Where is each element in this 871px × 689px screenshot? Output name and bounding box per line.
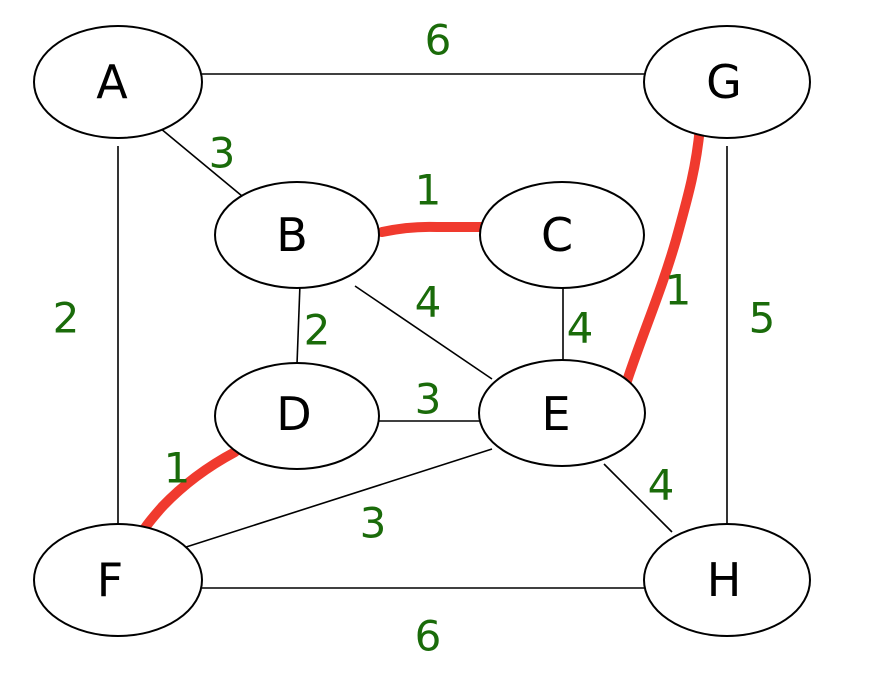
node-e-label: E [541,387,570,441]
node-g [643,25,811,139]
highlight-edge-g-e [621,122,705,389]
edge-b-e [354,285,493,380]
node-c-label: C [541,208,573,262]
highlight-edge-b-c [377,221,496,237]
weight-f-e: 3 [360,499,387,548]
weight-a-b: 3 [209,129,236,178]
weight-b-d: 2 [304,306,331,355]
weight-e-h: 4 [648,461,675,510]
weight-d-e: 3 [415,375,442,424]
weight-a-f: 2 [53,294,80,343]
node-b-label: B [276,208,308,262]
highlight-edge-d-f [140,447,240,533]
node-f [33,523,203,637]
weight-g-e: 1 [665,266,692,315]
edge-a-b [159,127,243,197]
weight-a-g: 6 [425,16,452,65]
node-a-label: A [96,55,128,109]
weight-d-f: 1 [164,444,191,493]
node-b [214,181,380,289]
edge-b-d [296,283,301,365]
weight-b-c: 1 [415,166,442,215]
node-h-label: H [707,553,742,607]
edge-e-h [603,463,673,533]
node-h [643,523,811,637]
weight-c-e: 4 [567,304,594,353]
weight-b-e: 4 [415,278,442,327]
weight-g-h: 5 [749,294,776,343]
edge-f-e [182,448,493,549]
node-d [214,362,380,470]
node-a [33,25,203,139]
node-f-label: F [97,553,123,607]
weight-f-h: 6 [415,612,442,661]
node-c [479,181,645,289]
node-g-label: G [706,55,742,109]
node-d-label: D [276,387,311,441]
node-e [478,359,646,467]
